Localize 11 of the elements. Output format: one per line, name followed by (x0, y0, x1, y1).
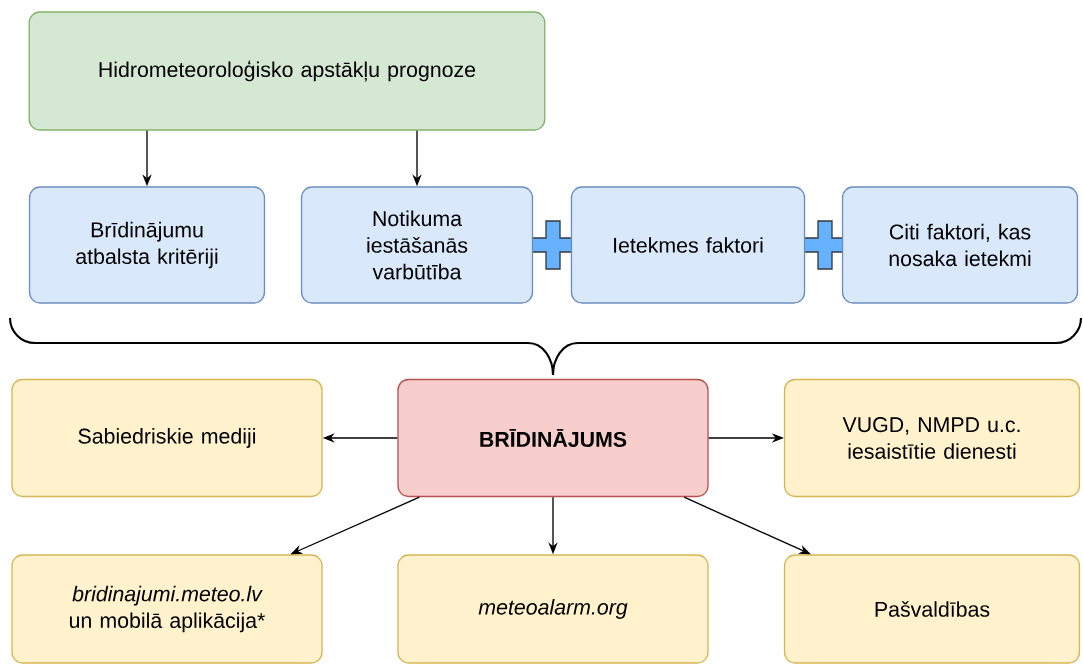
factor-box: Ietekmes faktori (570, 186, 806, 304)
factor-box: Brīdinājumu atbalsta kritēriji (28, 186, 266, 304)
forecast-box: Hidrometeoroloģisko apstākļu prognoze (28, 11, 546, 131)
recipient-box: meteoalarm.org (397, 554, 709, 664)
recipient-box: VUGD, NMPD u.c. iesaistītie dienesti (783, 378, 1081, 498)
recipient-box: Pašvaldības (783, 554, 1081, 664)
recipient-box: bridinajumi.meteo.lv un mobilā aplikācija* (11, 554, 323, 664)
factor-box: Citi faktori, kas nosaka ietekmi (841, 186, 1079, 304)
factor-box: Notikuma iestāšanās varbūtība (300, 186, 534, 304)
warning-box: BRĪDINĀJUMS (397, 378, 709, 498)
recipient-box: Sabiedriskie mediji (11, 378, 323, 498)
